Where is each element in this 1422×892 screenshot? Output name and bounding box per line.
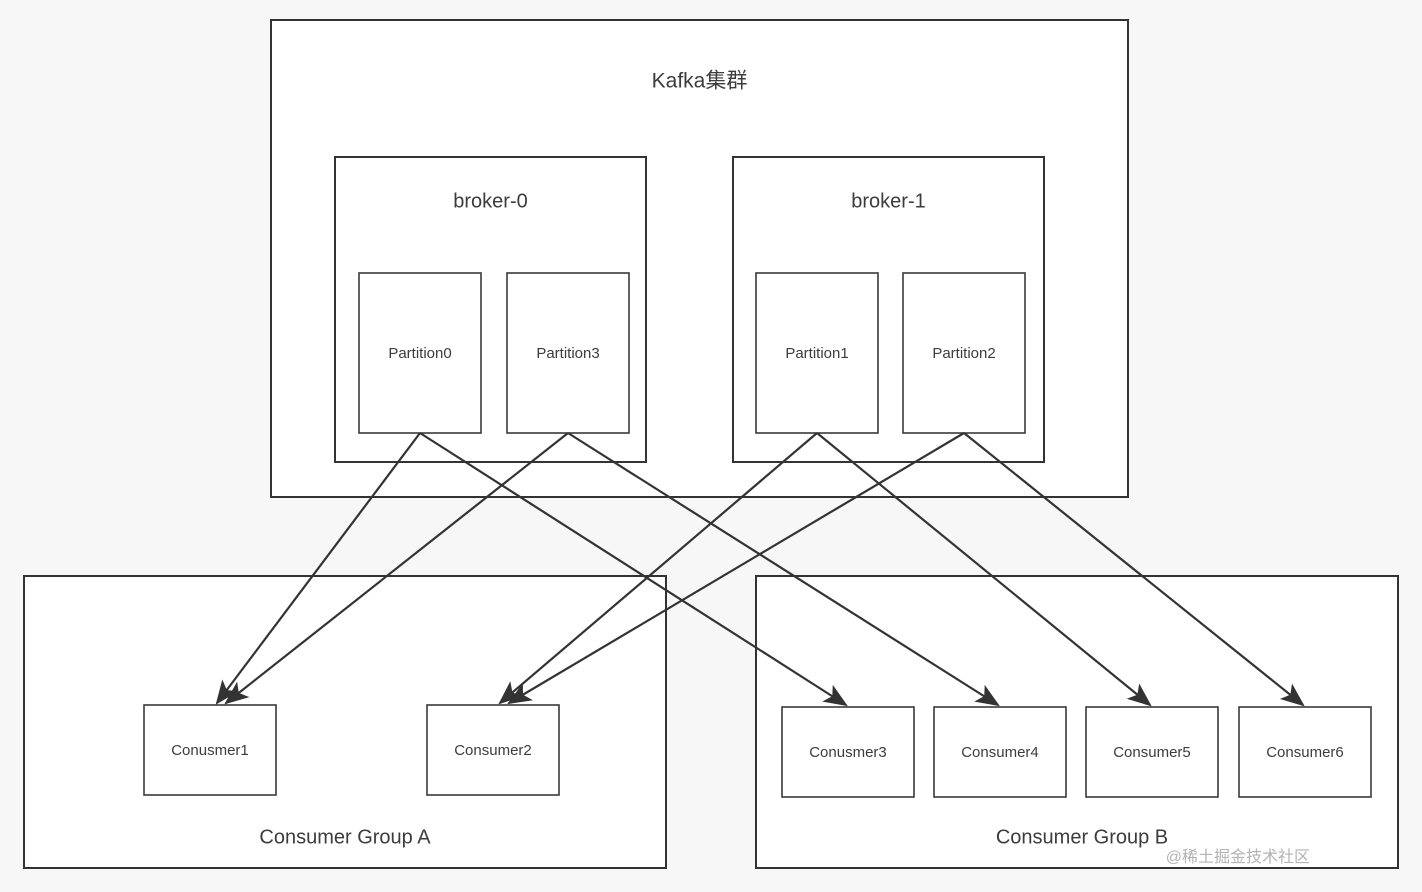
partition-label-partition0: Partition0 [388, 345, 451, 362]
consumer-group-b: Consumer Group B Conusmer3 Consumer4 Con… [755, 575, 1399, 869]
partition-label-partition3: Partition3 [536, 345, 599, 362]
partition-consumer-edges [215, 432, 1305, 707]
consumer-box-conusmer1[interactable] [143, 704, 277, 796]
consumer-box-consumer6[interactable] [1238, 706, 1372, 798]
partition-label-partition1: Partition1 [785, 345, 848, 362]
consumer-label-conusmer1: Conusmer1 [171, 742, 249, 759]
broker-0-label: broker-0 [453, 190, 527, 212]
consumer-box-consumer4[interactable] [933, 706, 1067, 798]
consumer-label-consumer5: Consumer5 [1113, 744, 1191, 761]
partition-label-partition2: Partition2 [932, 345, 995, 362]
partition-box-partition1[interactable] [755, 272, 879, 434]
edge-partition1-to-consumer2 [498, 432, 818, 705]
consumer-label-consumer6: Consumer6 [1266, 744, 1344, 761]
edge-partition3-to-consumer4 [567, 432, 1000, 707]
edge-partition0-to-conusmer1 [215, 432, 421, 705]
kafka-cluster-title: Kafka集群 [652, 70, 748, 93]
brokers-layer: broker-0 Partition0 Partition3 broker-1 … [334, 156, 1045, 463]
broker-1: broker-1 Partition1 Partition2 [732, 156, 1045, 463]
consumer-box-conusmer3[interactable] [781, 706, 915, 798]
edge-partition2-to-consumer6 [963, 432, 1305, 707]
consumer-label-consumer4: Consumer4 [961, 744, 1039, 761]
consumer-group-a-box [23, 575, 667, 869]
edge-partition1-to-consumer5 [816, 432, 1152, 707]
consumer-label-consumer2: Consumer2 [454, 742, 532, 759]
consumer-box-consumer5[interactable] [1085, 706, 1219, 798]
edge-partition0-to-conusmer3 [419, 432, 848, 707]
broker-1-label: broker-1 [851, 190, 925, 212]
partition-box-partition0[interactable] [358, 272, 482, 434]
consumer-group-a-label: Consumer Group A [259, 826, 431, 848]
consumer-box-consumer2[interactable] [426, 704, 560, 796]
partition-box-partition3[interactable] [506, 272, 630, 434]
consumer-group-b-label: Consumer Group B [996, 826, 1168, 848]
consumer-group-a: Consumer Group A Conusmer1 Consumer2 [23, 575, 667, 869]
consumer-label-conusmer3: Conusmer3 [809, 744, 887, 761]
broker-0: broker-0 Partition0 Partition3 [334, 156, 647, 463]
watermark-text: @稀土掘金技术社区 [1166, 848, 1310, 866]
partition-box-partition2[interactable] [902, 272, 1026, 434]
edge-partition2-to-consumer2 [507, 432, 965, 705]
edge-partition3-to-conusmer1 [224, 432, 569, 705]
